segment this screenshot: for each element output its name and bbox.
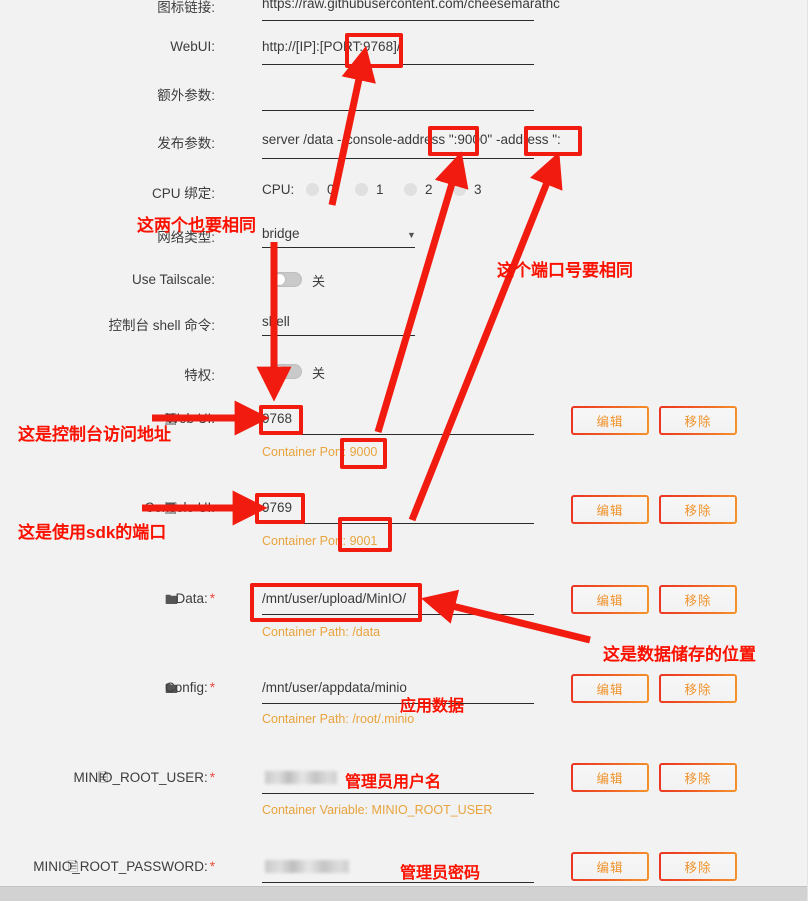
value-network-type[interactable]: bridge bbox=[262, 226, 300, 241]
required-marker-data: * bbox=[209, 591, 215, 606]
value-console-ui-port[interactable]: 9769 bbox=[262, 500, 293, 515]
remove-button-web-ui[interactable]: 移除 bbox=[659, 406, 737, 435]
cpu-core-0-label: 0 bbox=[327, 182, 335, 197]
remove-button-console-ui[interactable]: 移除 bbox=[659, 495, 737, 524]
cpu-core-3-radio[interactable] bbox=[453, 183, 466, 196]
required-marker-minio-root-password: * bbox=[209, 859, 215, 874]
underline-webui bbox=[262, 64, 534, 65]
folder-icon-config: 🖿 bbox=[165, 681, 179, 696]
edit-button-web-ui[interactable]: 编辑 bbox=[571, 406, 649, 435]
underline-minio-root-password bbox=[262, 882, 534, 883]
remove-button-config[interactable]: 移除 bbox=[659, 674, 737, 703]
edit-button-console-ui[interactable]: 编辑 bbox=[571, 495, 649, 524]
cpu-core-2-radio[interactable] bbox=[404, 183, 417, 196]
annotation-text-sdk-port: 这是使用sdk的端口 bbox=[18, 523, 167, 542]
label-webui: WebUI: bbox=[170, 39, 215, 54]
remove-button-minio-root-user[interactable]: 移除 bbox=[659, 763, 737, 792]
underline-web-ui bbox=[262, 434, 534, 435]
underline-icon-url bbox=[262, 20, 534, 21]
hint-minio-root-user-variable: Container Variable: MINIO_ROOT_USER bbox=[262, 803, 493, 817]
label-data: Data:* bbox=[0, 591, 215, 606]
hint-web-ui-container-port: Container Port: 9000 bbox=[262, 445, 377, 459]
label-network-type: 网络类型: bbox=[157, 230, 215, 245]
label-console-ui: Console UI: bbox=[144, 500, 215, 515]
underline-minio-root-user bbox=[262, 793, 534, 794]
remove-button-minio-root-password[interactable]: 移除 bbox=[659, 852, 737, 881]
annotation-text-admin-password: 管理员密码 bbox=[400, 865, 481, 882]
cpu-core-1-label: 1 bbox=[376, 182, 384, 197]
underline-console-ui bbox=[262, 523, 534, 524]
cpu-core-0-radio[interactable] bbox=[306, 183, 319, 196]
redacted-value-minio-root-user[interactable] bbox=[265, 771, 337, 784]
privileged-toggle[interactable] bbox=[272, 364, 302, 379]
underline-extra-params bbox=[262, 110, 534, 111]
value-publish-params[interactable]: server /data --console-address ":9000" -… bbox=[262, 132, 561, 147]
label-extra-params: 额外参数: bbox=[157, 88, 215, 103]
annotation-text-port-same: 这个端口号要相同 bbox=[497, 261, 633, 280]
annotation-text-admin-user: 管理员用户名 bbox=[345, 774, 442, 791]
hint-value-web-ui: 9000 bbox=[349, 445, 378, 459]
page-footer-strip bbox=[0, 886, 807, 901]
label-cpu-binding: CPU 绑定: bbox=[151, 186, 215, 201]
value-webui[interactable]: http://[IP]:[PORT:9768]/ bbox=[262, 39, 401, 54]
file-icon-minio-root-password: 🗎 bbox=[68, 859, 79, 874]
label-minio-root-user: MINIO_ROOT_USER:* bbox=[0, 770, 215, 785]
cpu-core-1-radio[interactable] bbox=[355, 183, 368, 196]
label-config-text: Config: bbox=[164, 680, 208, 695]
label-publish-params: 发布参数: bbox=[157, 136, 215, 151]
label-privileged: 特权: bbox=[184, 368, 215, 383]
cpu-core-3-label: 3 bbox=[474, 182, 482, 197]
edit-button-data[interactable]: 编辑 bbox=[571, 585, 649, 614]
chevron-down-icon[interactable]: ▼ bbox=[407, 230, 416, 240]
label-minio-root-password: MINIO_ROOT_PASSWORD:* bbox=[0, 859, 215, 874]
label-use-tailscale: Use Tailscale: bbox=[131, 272, 215, 287]
annotation-text-data-location: 这是数据储存的位置 bbox=[603, 645, 756, 664]
label-web-ui: Web UI: bbox=[166, 411, 215, 426]
hint-console-ui-container-port: Container Port: 9001 bbox=[262, 534, 377, 548]
underline-publish-params bbox=[262, 158, 534, 159]
value-web-ui-port[interactable]: 9768 bbox=[262, 411, 293, 426]
label-data-text: Data: bbox=[175, 591, 208, 606]
use-tailscale-state: 关 bbox=[312, 274, 326, 289]
file-icon-minio-root-user: 🗎 bbox=[98, 770, 109, 785]
required-marker-config: * bbox=[209, 680, 215, 695]
label-config: Config:* bbox=[0, 680, 215, 695]
value-icon-url[interactable]: https://raw.githubusercontent.com/cheese… bbox=[262, 0, 560, 11]
underline-data bbox=[262, 614, 534, 615]
hint-prefix-web-ui: Container Port: bbox=[262, 445, 347, 459]
chevron-down-icon-shell[interactable]: ▼ bbox=[407, 318, 416, 328]
hint-prefix-console-ui: Container Port: bbox=[262, 534, 347, 548]
underline-console-shell bbox=[262, 335, 415, 336]
label-console-shell: 控制台 shell 命令: bbox=[108, 318, 215, 333]
hint-config-container-path: Container Path: /root/.minio bbox=[262, 712, 415, 726]
edit-button-minio-root-user[interactable]: 编辑 bbox=[571, 763, 649, 792]
remove-button-data[interactable]: 移除 bbox=[659, 585, 737, 614]
underline-network-type bbox=[262, 247, 415, 248]
label-minio-root-user-text: MINIO_ROOT_USER: bbox=[73, 770, 208, 785]
required-marker-minio-root-user: * bbox=[209, 770, 215, 785]
edit-button-minio-root-password[interactable]: 编辑 bbox=[571, 852, 649, 881]
redacted-value-minio-root-password[interactable] bbox=[265, 860, 349, 873]
hint-value-console-ui: 9001 bbox=[349, 534, 378, 548]
value-data-path[interactable]: /mnt/user/upload/MinIO/ bbox=[262, 591, 407, 606]
edit-button-config[interactable]: 编辑 bbox=[571, 674, 649, 703]
label-icon-url: 图标链接: bbox=[157, 0, 215, 15]
use-tailscale-toggle[interactable] bbox=[272, 272, 302, 287]
cpu-prefix-label: CPU: bbox=[262, 182, 295, 197]
value-console-shell[interactable]: shell bbox=[262, 314, 290, 329]
value-config-path[interactable]: /mnt/user/appdata/minio bbox=[262, 680, 407, 695]
privileged-state: 关 bbox=[312, 366, 326, 381]
label-minio-root-password-text: MINIO_ROOT_PASSWORD: bbox=[33, 859, 208, 874]
folder-icon-data: 🖿 bbox=[165, 592, 179, 607]
hint-data-container-path: Container Path: /data bbox=[262, 625, 381, 639]
underline-config bbox=[262, 703, 534, 704]
cpu-core-2-label: 2 bbox=[425, 182, 433, 197]
